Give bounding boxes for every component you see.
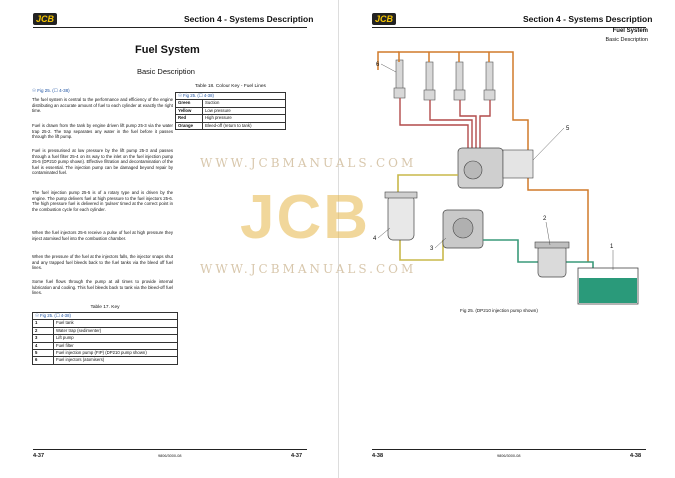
table-18-figref[interactable]: ☉ Fig 25. (☐ 4-38) [175, 91, 286, 101]
suction-lines [483, 239, 594, 268]
header-rule [372, 27, 646, 28]
callout-2: 2 [543, 216, 547, 222]
table-cell: 5 [32, 349, 54, 358]
bleed-off-lines [377, 51, 589, 262]
table-17-caption: Table 17. Key [90, 305, 120, 310]
paragraph-1: The fuel system is central to the perfor… [32, 97, 173, 114]
table-row: ☉ Fig 25. (☐ 4-38) [175, 91, 286, 101]
footer-doc-number: 9806/3000-08 [158, 454, 182, 458]
jcb-logo: JCB [372, 13, 397, 25]
jcb-logo: JCB [33, 13, 58, 25]
table-cell: Fuel filter [53, 341, 178, 351]
table-cell: Water trap (sedimenter) [53, 326, 178, 336]
callout-1: 1 [610, 244, 614, 250]
table-cell: Red [175, 114, 203, 123]
fuel-filter [384, 191, 418, 241]
table-cell: Fuel tank [53, 319, 178, 328]
table-cell: 6 [32, 356, 54, 365]
table-cell: Fuel injection pump (FIP) (DP210 pump sh… [53, 349, 178, 358]
table-cell: Lift pump [53, 334, 178, 343]
footer-rule [33, 449, 307, 450]
paragraph-3: Fuel is pressurised at low pressure by t… [32, 148, 173, 176]
table-cell: 3 [32, 334, 54, 343]
paragraph-6: When the pressure of the fuel at the inj… [32, 254, 173, 271]
paragraph-5: When the fuel injectors 25-6 receive a p… [32, 230, 173, 241]
header-title: Section 4 - Systems Description [523, 14, 653, 24]
footer-page-number-left: 4-37 [33, 453, 45, 459]
footer-page-number-left: 4-38 [372, 453, 384, 459]
low-pressure-lines [397, 174, 458, 261]
header-title: Section 4 - Systems Description [184, 14, 314, 24]
footer-page-number-right: 4-38 [630, 453, 642, 459]
table-cell: 2 [32, 326, 54, 336]
fuel-injection-pump [457, 147, 534, 189]
table-cell: 4 [32, 341, 54, 351]
fuel-tank [577, 267, 639, 305]
high-pressure-lines [399, 98, 491, 150]
water-trap [534, 241, 570, 278]
callout-5: 5 [566, 126, 570, 132]
table-18-caption: Table 18. Colour Key - Fuel Lines [195, 84, 266, 89]
footer-doc-number: 9806/3000-08 [497, 454, 521, 458]
table-cell: Low pressure [202, 106, 286, 116]
table-cell: Bleed-off (return to tank) [202, 121, 286, 131]
paragraph-2: Fuel is drawn from the tank by engine dr… [32, 123, 173, 140]
lift-pump [442, 209, 484, 249]
table-cell: High pressure [202, 114, 286, 123]
header-rule [33, 27, 307, 28]
callout-labels: 6 5 4 3 2 1 [373, 62, 614, 252]
callout-4: 4 [373, 236, 377, 242]
callout-6: 6 [376, 62, 380, 68]
figure-link[interactable]: ☉ Fig 25. (☐ 4-38) [32, 88, 70, 93]
watermark-logo: JCB [240, 183, 371, 252]
page-subheading: Basic Description [137, 67, 195, 76]
table-cell: Fuel injectors (atomisers) [53, 356, 178, 365]
header-subsubtitle: Basic Description [605, 37, 649, 43]
figure-caption: Fig 25. (DP210 injection pump shown) [460, 308, 538, 313]
table-cell: Suction [202, 99, 286, 108]
paragraph-7: Some fuel flows through the pump at all … [32, 279, 173, 296]
table-cell: 1 [32, 319, 54, 328]
watermark-text-top: WWW.JCBMANUALS.COM [200, 156, 417, 170]
page-heading: Fuel System [135, 44, 200, 56]
callout-3: 3 [430, 246, 434, 252]
header-subtitle: Fuel System [612, 28, 648, 34]
left-page: JCB Section 4 - Systems Description Fuel… [0, 0, 337, 478]
paragraph-4: The fuel injection pump 25-5 is of a rot… [32, 190, 173, 212]
footer-rule [372, 449, 646, 450]
table-17-figref[interactable]: ☉ Fig 25. (☐ 4-38) [32, 311, 178, 321]
table-row: ☉ Fig 25. (☐ 4-38) [32, 311, 178, 321]
table-cell: Yellow [175, 106, 203, 116]
table-cell: Orange [175, 121, 203, 131]
table-cell: Green [175, 99, 203, 108]
fuel-injectors [393, 59, 496, 101]
watermark-text-bottom: WWW.JCBMANUALS.COM [200, 262, 417, 276]
fuel-system-diagram: 6 5 4 3 2 1 [373, 51, 639, 305]
footer-page-number-right: 4-37 [291, 453, 303, 459]
